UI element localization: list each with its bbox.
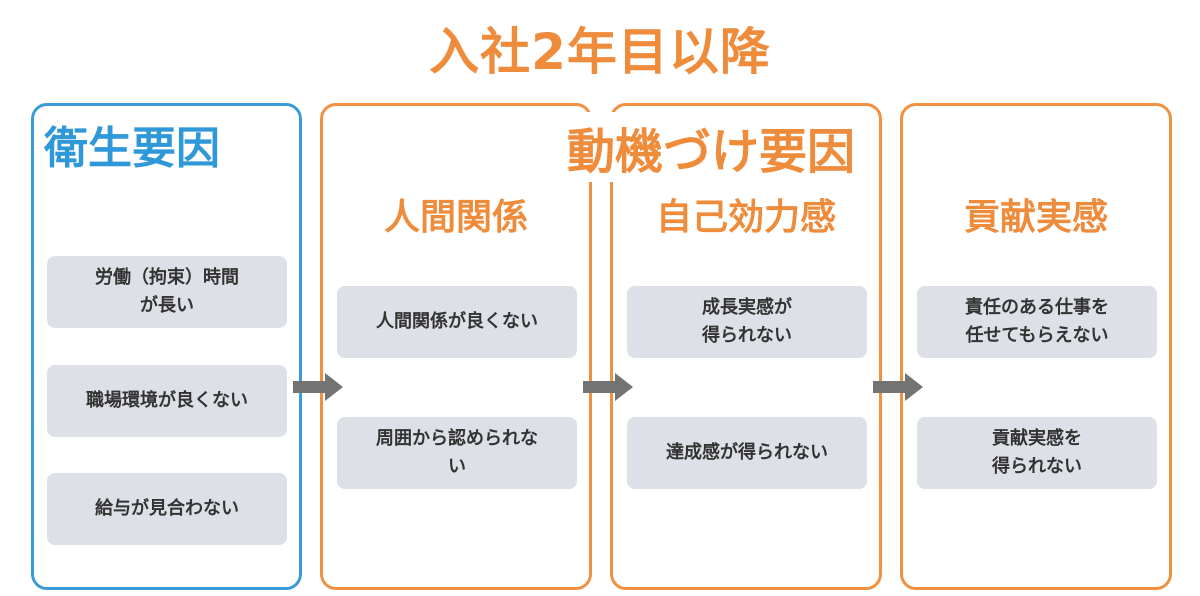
- motivation-heading: 動機づけ要因: [557, 112, 866, 182]
- relationship-card: 人間関係が良くない: [337, 286, 577, 358]
- contribution-card: 貢献実感を 得られない: [917, 417, 1157, 489]
- page-title: 入社2年目以降: [429, 23, 771, 81]
- self-efficacy-card: 達成感が得られない: [627, 417, 867, 489]
- hygiene-heading: 衛生要因: [44, 123, 220, 174]
- self-efficacy-heading: 自己効力感: [655, 197, 836, 238]
- hygiene-card: 職場環境が良くない: [47, 365, 287, 437]
- contribution-heading: 貢献実感: [963, 197, 1108, 238]
- contribution-card: 責任のある仕事を 任せてもらえない: [917, 286, 1157, 358]
- hygiene-card: 労働（拘束）時間 が長い: [47, 256, 287, 328]
- arrow-right-icon: [873, 373, 923, 401]
- hygiene-card: 給与が見合わない: [47, 473, 287, 545]
- relationship-card: 周囲から認められな い: [337, 417, 577, 489]
- relationship-heading: 人間関係: [383, 197, 528, 238]
- self-efficacy-card: 成長実感が 得られない: [627, 286, 867, 358]
- arrow-right-icon: [583, 373, 633, 401]
- arrow-right-icon: [293, 373, 343, 401]
